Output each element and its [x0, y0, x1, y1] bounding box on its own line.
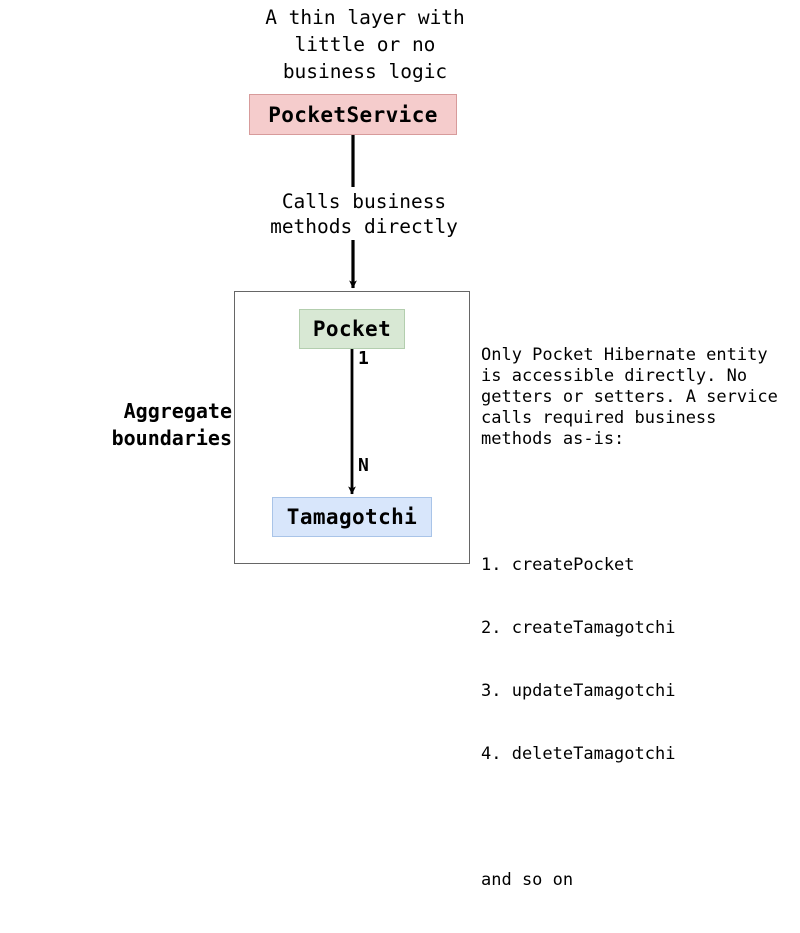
multiplicity-source-label: 1	[358, 348, 369, 369]
list-item: 3. updateTamagotchi	[481, 681, 676, 701]
node-tamagotchi[interactable]: Tamagotchi	[272, 497, 432, 537]
side-note-list: 1. createPocket 2. createTamagotchi 3. u…	[481, 513, 797, 807]
node-pocket[interactable]: Pocket	[299, 309, 405, 349]
side-note-tail: and so on	[481, 870, 574, 890]
mid-caption: Calls business methods directly	[270, 190, 458, 238]
list-item: 1. createPocket	[481, 555, 635, 575]
node-tamagotchi-label: Tamagotchi	[286, 505, 418, 529]
multiplicity-target-label: N	[358, 455, 369, 476]
node-pocket-service-label: PocketService	[268, 102, 438, 127]
node-pocket-service[interactable]: PocketService	[249, 94, 457, 135]
aggregate-boundaries-label: Aggregate boundaries	[111, 399, 232, 450]
side-note-paragraph: Only Pocket Hibernate entity is accessib…	[481, 345, 778, 449]
side-note: Only Pocket Hibernate entity is accessib…	[481, 303, 797, 933]
list-item: 2. createTamagotchi	[481, 618, 676, 638]
diagram-canvas: A thin layer with little or no business …	[111, 6, 778, 890]
top-caption: A thin layer with little or no business …	[265, 6, 465, 83]
aggregate-boundary-box	[234, 291, 470, 564]
node-pocket-label: Pocket	[312, 317, 392, 341]
list-item: 4. deleteTamagotchi	[481, 744, 676, 764]
